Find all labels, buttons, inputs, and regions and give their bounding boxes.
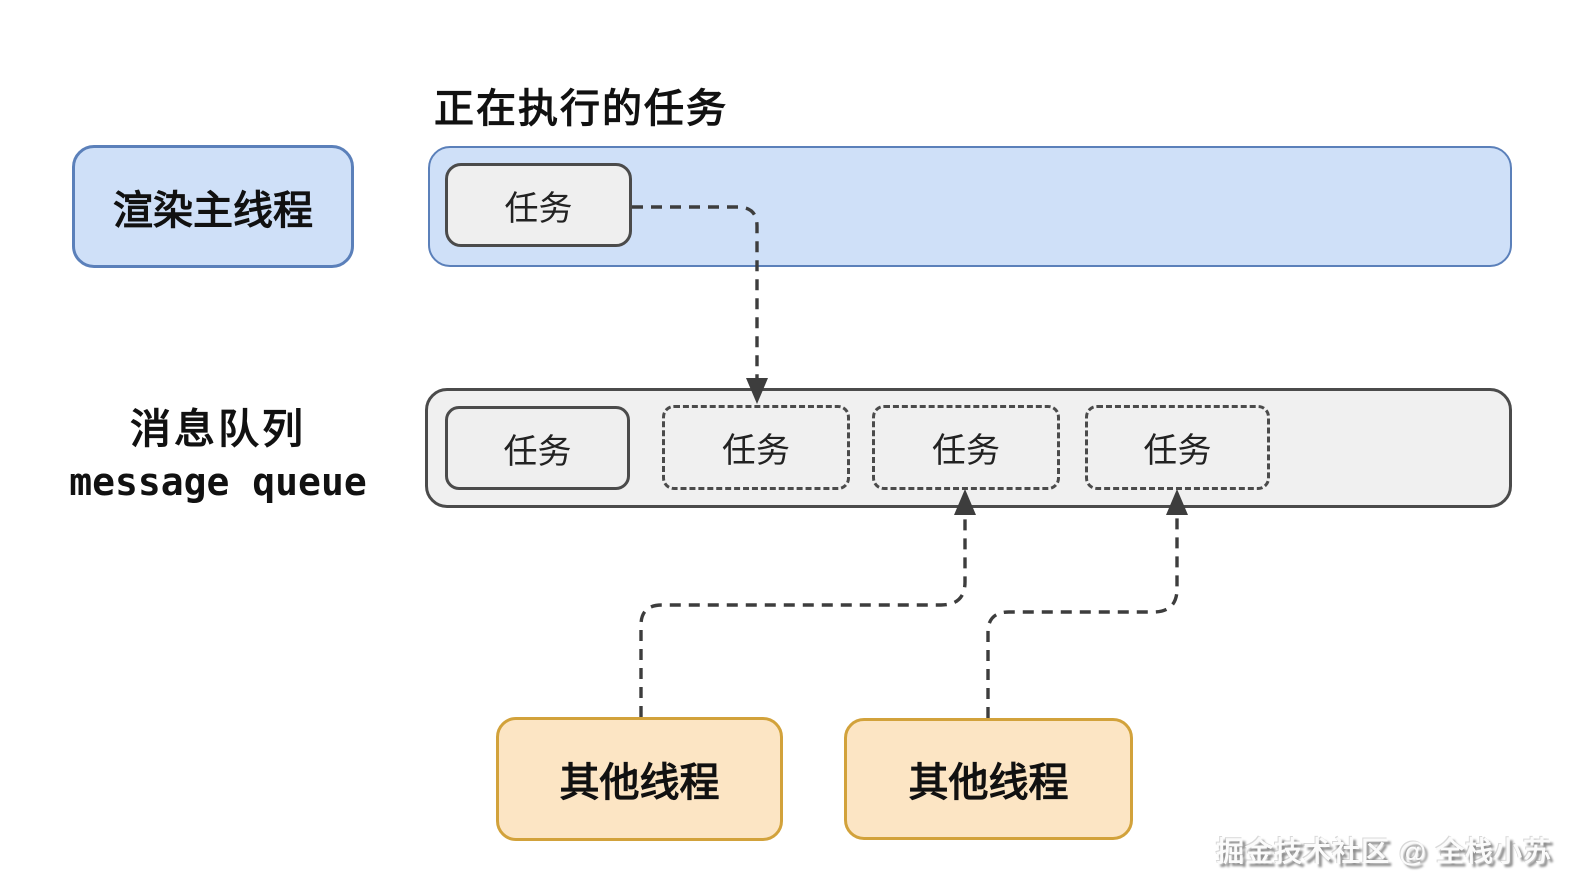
message-queue-label-en: message queue xyxy=(69,460,367,505)
render-main-thread-label: 渲染主线程 xyxy=(113,188,313,233)
queue-task-1-label: 任务 xyxy=(503,432,572,471)
other-thread-1-label: 其他线程 xyxy=(559,761,720,805)
queue-task-4-label: 任务 xyxy=(1143,432,1212,470)
queue-task-4: 任务 xyxy=(1085,405,1270,490)
other-thread-box-2: 其他线程 xyxy=(844,718,1133,840)
executing-task-box: 任务 xyxy=(445,163,632,247)
queue-task-1: 任务 xyxy=(445,406,630,490)
other-thread-box-1: 其他线程 xyxy=(496,717,783,841)
queue-task-2-label: 任务 xyxy=(722,432,790,470)
queue-task-3-label: 任务 xyxy=(932,432,1000,470)
message-queue-label-zh: 消息队列 xyxy=(130,406,306,452)
connector-thread1-to-queue xyxy=(639,514,967,717)
render-main-thread-box: 渲染主线程 xyxy=(72,145,354,268)
message-queue-label: 消息队列 message queue xyxy=(40,406,396,505)
queue-task-2: 任务 xyxy=(662,405,850,490)
executing-task-title: 正在执行的任务 xyxy=(434,87,728,131)
other-thread-2-label: 其他线程 xyxy=(908,761,1069,805)
executing-task-label: 任务 xyxy=(504,189,573,228)
connector-thread2-to-queue xyxy=(986,514,1179,718)
queue-task-3: 任务 xyxy=(872,405,1060,490)
watermark: 掘金技术社区 @ 全栈小苏 xyxy=(1216,836,1552,867)
